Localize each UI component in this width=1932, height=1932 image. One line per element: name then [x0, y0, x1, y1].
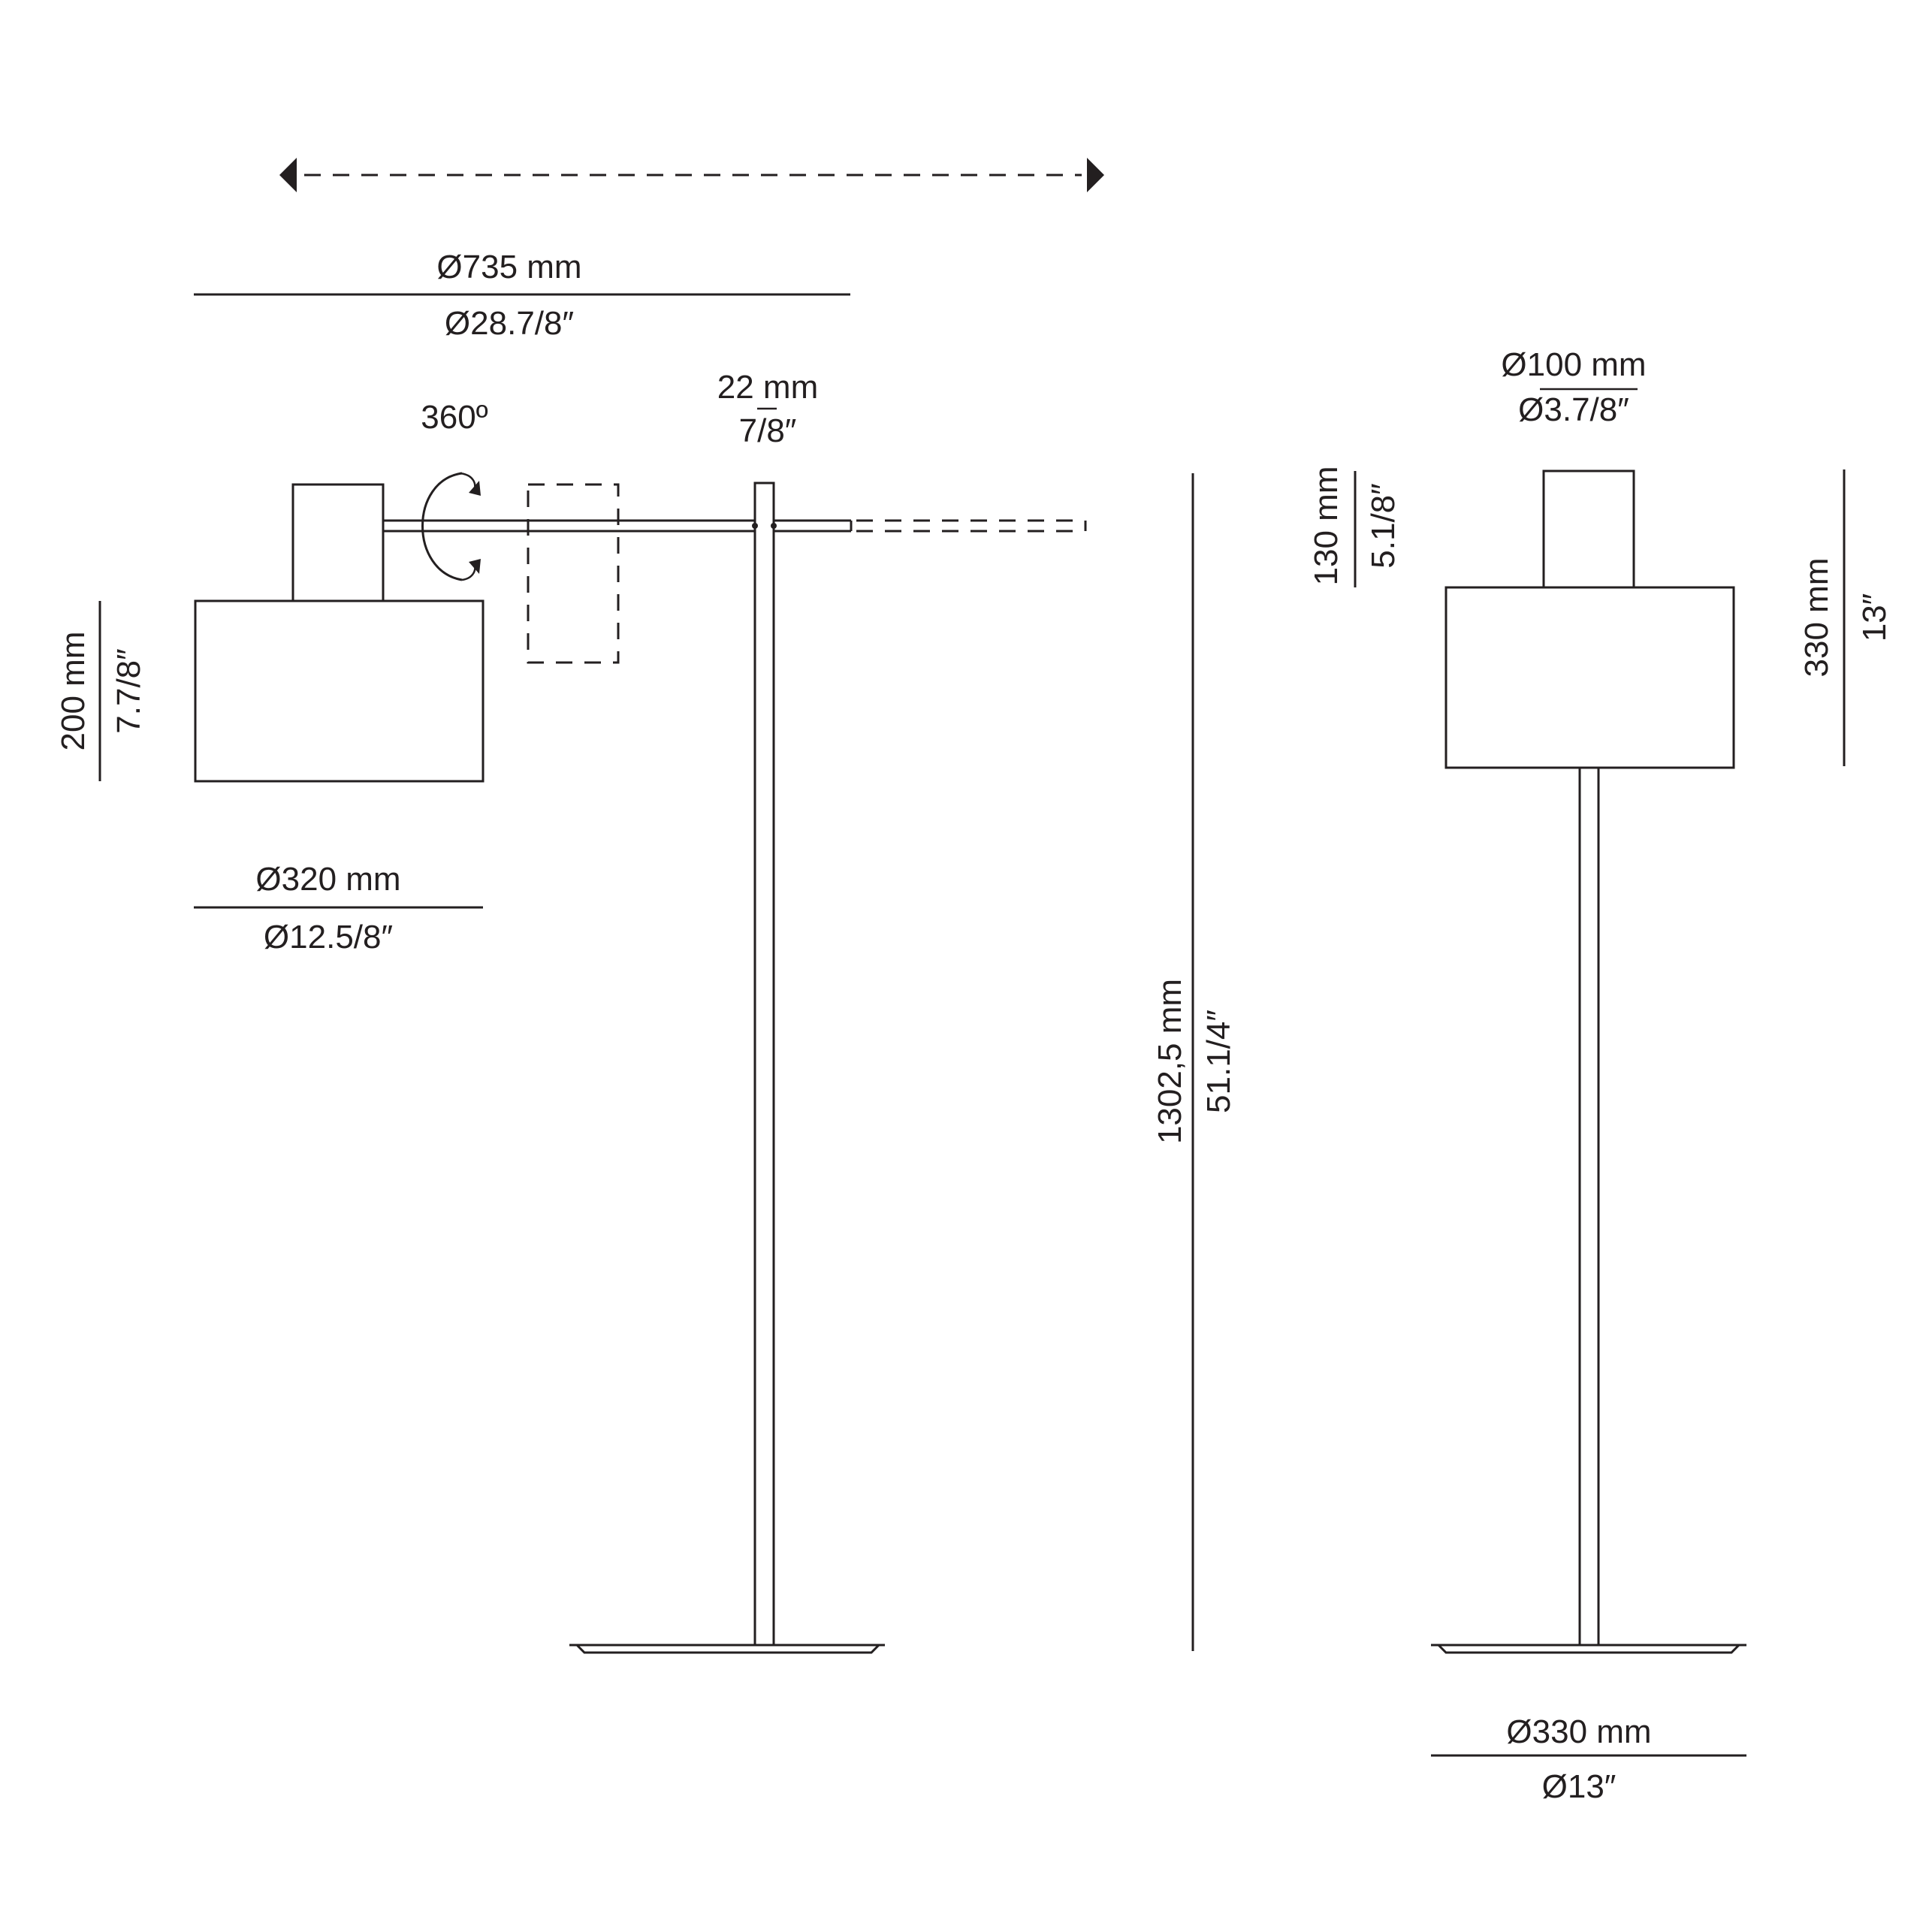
top-diameter-dimension: Ø100 mm Ø3.7/8″: [1501, 346, 1646, 428]
base-diameter-dimension: Ø330 mm Ø13″: [1431, 1713, 1746, 1805]
shade-diameter-mm-label: Ø320 mm: [255, 861, 400, 898]
rotation-label: 360º: [421, 399, 488, 436]
base-diameter-in-label: Ø13″: [1542, 1768, 1617, 1805]
double-arrow-icon: [279, 158, 1104, 192]
side-view-lamp: [194, 481, 1087, 1654]
head-height-in-label: 13″: [1856, 593, 1893, 642]
base-diameter-mm-label: Ø330 mm: [1506, 1713, 1651, 1750]
shade-height-dimension: 200 mm 7.7/8″: [55, 601, 147, 781]
head-height-dimension: 330 mm 13″: [1798, 469, 1893, 766]
total-height-dimension: 1302,5 mm 51.1/4″: [1152, 473, 1237, 1651]
top-diameter-in-label: Ø3.7/8″: [1518, 391, 1629, 428]
arm-in-label: 7/8″: [739, 412, 797, 449]
total-height-mm-label: 1302,5 mm: [1152, 979, 1188, 1144]
reach-dimension: Ø735 mm Ø28.7/8″: [194, 249, 850, 342]
reach-mm-label: Ø735 mm: [436, 249, 581, 285]
top-height-in-label: 5.1/8″: [1365, 483, 1402, 568]
rotation-arrow-icon: [421, 472, 481, 581]
top-height-dimension: 130 mm 5.1/8″: [1308, 466, 1402, 587]
shade-height-mm-label: 200 mm: [55, 632, 92, 751]
shade-diameter-in-label: Ø12.5/8″: [264, 919, 393, 955]
total-height-in-label: 51.1/4″: [1200, 1010, 1237, 1113]
front-view-lamp: [1431, 469, 1746, 1654]
reach-in-label: Ø28.7/8″: [445, 305, 574, 342]
top-diameter-mm-label: Ø100 mm: [1501, 346, 1646, 383]
shade-diameter-dimension: Ø320 mm Ø12.5/8″: [194, 861, 483, 955]
top-height-mm-label: 130 mm: [1308, 466, 1345, 586]
arm-mm-label: 22 mm: [717, 369, 818, 406]
head-height-mm-label: 330 mm: [1798, 558, 1835, 678]
shade-height-in-label: 7.7/8″: [110, 648, 147, 733]
